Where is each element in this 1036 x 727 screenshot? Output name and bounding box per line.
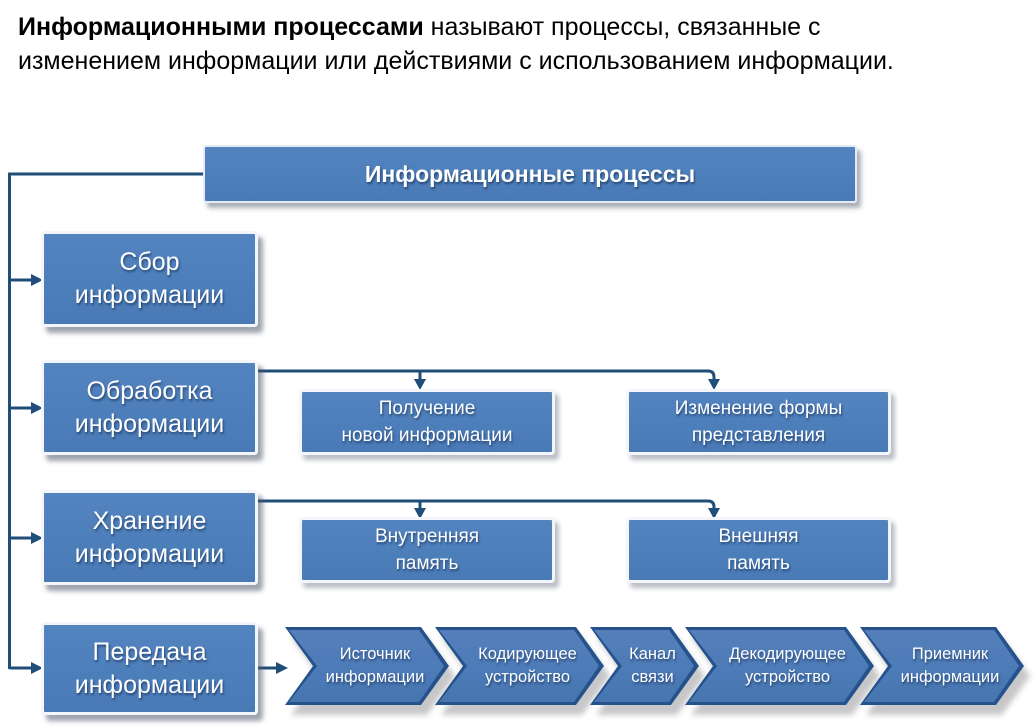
node-storage-line2: информации [74,539,225,568]
chevron-receiver: Приемник информации [860,627,1024,705]
chevron-channel-line2: связи [631,668,674,686]
node-new-information: Получение новой информации [299,389,555,455]
node-external-memory-line1: Внешняя [718,526,799,547]
definition-paragraph: Информационными процессами называют проц… [18,10,956,78]
node-storage: Хранение информации [41,490,258,585]
chevron-receiver-line1: Приемник [911,645,989,663]
node-internal-memory: Внутренняя память [299,517,555,583]
chevron-source-line2: информации [325,668,425,686]
chevron-encoder-line1: Кодирующее [478,645,577,663]
node-collection-line2: информации [74,281,225,309]
root-node-label: Информационные процессы [364,160,696,187]
node-internal-memory-line2: память [395,553,459,574]
node-processing-line2: информации [74,409,225,438]
chevron-channel-line1: Канал [629,645,676,663]
node-storage-line1: Хранение [92,506,207,535]
definition-term: Информационными процессами [18,13,424,41]
chevron-decoder-line2: устройство [744,668,830,686]
definition-text: называют процессы, связанные с изменение… [18,13,894,75]
node-new-information-line1: Получение [378,398,476,419]
chevron-encoder: Кодирующее устройство [435,627,604,705]
chevron-receiver-line2: информации [900,668,1000,686]
node-collection: Сбор информации [41,231,258,327]
node-form-change-line1: Изменение формы [674,398,843,419]
node-internal-memory-line1: Внутренняя [374,526,480,547]
node-transfer: Передача информации [41,622,258,715]
chevron-source: Источник информации [285,627,449,705]
node-transfer-line2: информации [74,670,225,699]
node-processing-line1: Обработка [86,376,213,405]
node-new-information-line2: новой информации [341,425,513,446]
node-processing: Обработка информации [41,360,258,455]
node-form-change-line2: представления [691,425,826,446]
node-external-memory: Внешняя память [626,517,891,583]
chevron-source-line1: Источник [339,645,411,663]
node-form-change: Изменение формы представления [626,389,891,455]
node-external-memory-line2: память [727,553,790,574]
transfer-chain: Источник информации Кодирующее устройств… [285,627,1024,705]
chevron-channel: Канал связи [590,627,699,705]
chevron-decoder: Декодирующее устройство [685,627,874,705]
node-transfer-line1: Передача [92,637,207,666]
root-node-information-processes: Информационные процессы [203,145,857,203]
chevron-decoder-line1: Декодирующее [729,645,846,663]
node-collection-line1: Сбор [119,248,180,276]
chevron-encoder-line2: устройство [484,668,570,686]
